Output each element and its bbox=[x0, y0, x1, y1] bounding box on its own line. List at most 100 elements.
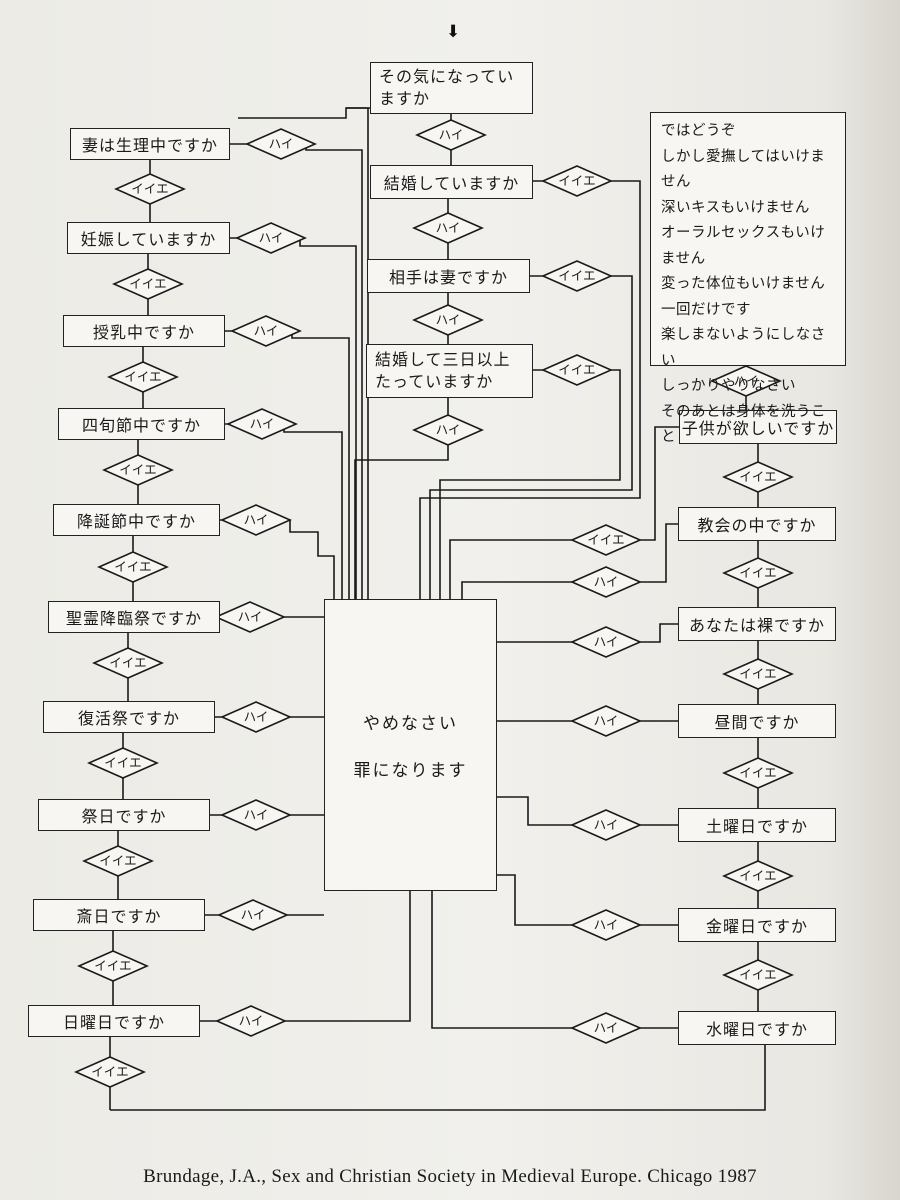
left-no-2-diamond bbox=[112, 268, 184, 300]
question-want-children: 子供が欲しいですか bbox=[679, 410, 837, 444]
left-yes-5-label: ハイ bbox=[243, 512, 269, 527]
center-no-3-label: イイエ bbox=[558, 362, 596, 377]
question-easter: 復活祭ですか bbox=[43, 701, 215, 733]
right-yes-5-label: ハイ bbox=[593, 817, 619, 832]
center-yes-2-label: ハイ bbox=[435, 220, 461, 235]
left-yes-7-diamond bbox=[220, 701, 292, 733]
left-yes-6-diamond bbox=[214, 601, 286, 633]
start-arrow-icon: ⬇ bbox=[446, 22, 461, 42]
allowed-instructions-box: ではどうぞ しかし愛撫してはいけません 深いキスもいけません オーラルセックスも… bbox=[650, 112, 846, 445]
left-no-6-diamond bbox=[92, 647, 164, 679]
left-no-5-diamond bbox=[97, 551, 169, 583]
right-yes-3-diamond bbox=[570, 626, 642, 658]
left-yes-2-diamond bbox=[235, 222, 307, 254]
outcome-line-stop: やめなさい bbox=[363, 714, 458, 734]
question-fast-day: 斎日ですか bbox=[33, 899, 205, 931]
question-saturday: 土曜日ですか bbox=[678, 808, 836, 842]
center-yes-3-label: ハイ bbox=[435, 312, 461, 327]
center-yes-3-diamond bbox=[412, 304, 484, 336]
left-yes-2-label: ハイ bbox=[258, 230, 284, 245]
center-no-3-diamond bbox=[541, 354, 613, 386]
left-yes-10-label: ハイ bbox=[238, 1013, 264, 1028]
question-wife-menstruating: 妻は生理中ですか bbox=[70, 128, 230, 160]
left-yes-3-label: ハイ bbox=[253, 323, 279, 338]
question-pentecost: 聖霊降臨祭ですか bbox=[48, 601, 220, 633]
right-no-3-label: イイエ bbox=[739, 565, 777, 580]
left-no-9-diamond bbox=[77, 950, 149, 982]
center-no-1-diamond bbox=[541, 165, 613, 197]
right-no-6-diamond bbox=[722, 860, 794, 892]
right-yes-6-diamond bbox=[570, 909, 642, 941]
right-no-6-label: イイエ bbox=[739, 868, 777, 883]
left-no-8-label: イイエ bbox=[99, 853, 137, 868]
right-no-7-diamond bbox=[722, 959, 794, 991]
left-yes-8-label: ハイ bbox=[243, 807, 269, 822]
right-yes-1-diamond bbox=[710, 365, 782, 397]
left-no-8-diamond bbox=[82, 845, 154, 877]
left-no-4-diamond bbox=[102, 454, 174, 486]
question-naked: あなたは裸ですか bbox=[678, 607, 836, 641]
left-no-10-diamond bbox=[74, 1056, 146, 1088]
right-no-7-label: イイエ bbox=[739, 967, 777, 982]
left-no-5-label: イイエ bbox=[114, 559, 152, 574]
left-no-7-label: イイエ bbox=[104, 755, 142, 770]
right-no-1-diamond bbox=[570, 524, 642, 556]
question-christmastide: 降誕節中ですか bbox=[53, 504, 220, 536]
left-no-3-diamond bbox=[107, 361, 179, 393]
left-yes-9-diamond bbox=[217, 899, 289, 931]
left-yes-4-label: ハイ bbox=[249, 416, 275, 431]
left-yes-10-diamond bbox=[215, 1005, 287, 1037]
left-yes-7-label: ハイ bbox=[243, 709, 269, 724]
right-yes-7-diamond bbox=[570, 1012, 642, 1044]
question-sunday: 日曜日ですか bbox=[28, 1005, 200, 1037]
right-yes-3-label: ハイ bbox=[593, 634, 619, 649]
left-no-7-diamond bbox=[87, 747, 159, 779]
outcome-line-sin: 罪になります bbox=[353, 761, 468, 781]
question-married: 結婚していますか bbox=[370, 165, 533, 199]
question-wednesday: 水曜日ですか bbox=[678, 1011, 836, 1045]
question-daytime: 昼間ですか bbox=[678, 704, 836, 738]
center-yes-1-label: ハイ bbox=[438, 127, 464, 142]
center-no-1-label: イイエ bbox=[558, 173, 596, 188]
left-no-4-label: イイエ bbox=[119, 462, 157, 477]
right-no-5-label: イイエ bbox=[739, 765, 777, 780]
left-no-3-label: イイエ bbox=[124, 369, 162, 384]
outcome-stop-sin-box: やめなさい 罪になります bbox=[324, 599, 497, 891]
right-yes-4-label: ハイ bbox=[593, 713, 619, 728]
question-in-church: 教会の中ですか bbox=[678, 507, 836, 541]
right-no-5-diamond bbox=[722, 757, 794, 789]
left-no-9-label: イイエ bbox=[94, 958, 132, 973]
center-no-2-label: イイエ bbox=[558, 268, 596, 283]
left-yes-1-label: ハイ bbox=[268, 136, 294, 151]
right-no-4-diamond bbox=[722, 658, 794, 690]
center-yes-4-label: ハイ bbox=[435, 422, 461, 437]
right-no-2-label: イイエ bbox=[739, 469, 777, 484]
right-no-1-label: イイエ bbox=[587, 532, 625, 547]
right-yes-6-label: ハイ bbox=[593, 917, 619, 932]
right-yes-2-label: ハイ bbox=[593, 574, 619, 589]
question-partner-is-wife: 相手は妻ですか bbox=[367, 259, 530, 293]
left-no-2-label: イイエ bbox=[129, 276, 167, 291]
citation: Brundage, J.A., Sex and Christian Societ… bbox=[143, 1166, 757, 1187]
left-no-1-label: イイエ bbox=[131, 181, 169, 196]
question-feast-day: 祭日ですか bbox=[38, 799, 210, 831]
left-yes-4-diamond bbox=[226, 408, 298, 440]
left-yes-6-label: ハイ bbox=[237, 609, 263, 624]
right-yes-5-diamond bbox=[570, 809, 642, 841]
center-no-2-diamond bbox=[541, 260, 613, 292]
question-lent: 四旬節中ですか bbox=[58, 408, 225, 440]
left-yes-8-diamond bbox=[220, 799, 292, 831]
center-yes-1-diamond bbox=[415, 119, 487, 151]
right-yes-2-diamond bbox=[570, 566, 642, 598]
right-no-2-diamond bbox=[722, 461, 794, 493]
question-breastfeeding: 授乳中ですか bbox=[63, 315, 225, 347]
left-yes-3-diamond bbox=[230, 315, 302, 347]
question-pregnant: 妊娠していますか bbox=[67, 222, 230, 254]
right-no-4-label: イイエ bbox=[739, 666, 777, 681]
right-yes-1-label: ハイ bbox=[733, 373, 759, 388]
left-yes-5-diamond bbox=[220, 504, 292, 536]
left-no-1-diamond bbox=[114, 173, 186, 205]
left-yes-9-label: ハイ bbox=[240, 907, 266, 922]
